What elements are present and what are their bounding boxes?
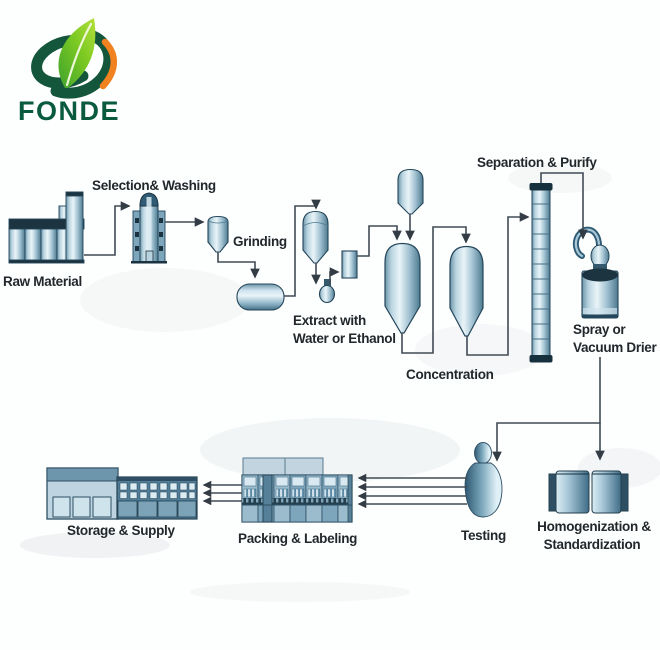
- label-concentration: Concentration: [406, 367, 494, 382]
- line-vessel1-to-vessel2: [401, 226, 471, 354]
- separation-column: [529, 183, 553, 363]
- label-raw-material: Raw Material: [3, 274, 82, 289]
- conveyor-lines-packing-to-storage: [202, 480, 242, 506]
- storage-doors: [52, 496, 112, 518]
- line-vessel2-to-column: [466, 212, 530, 356]
- line-raw-to-tower: [84, 201, 131, 256]
- line-column-to-drier: [540, 172, 588, 240]
- label-dryer-line2: Vacuum Drier: [573, 340, 657, 355]
- raw-material-silos: [8, 191, 85, 264]
- conveyor-lines-testing-to-packing: [357, 473, 467, 509]
- storage-building: [46, 467, 198, 520]
- flow-connectors: [84, 172, 605, 462]
- tower-windows: [135, 218, 163, 251]
- stage-labels: Raw Material Selection& Washing Grinding…: [3, 155, 658, 552]
- label-extract-line2: Water or Ethanol: [293, 331, 396, 346]
- line-tank-to-extract: [284, 199, 321, 297]
- swirl-orange-stripe: [99, 38, 117, 90]
- machine-dark-band: [242, 498, 352, 505]
- pump: [318, 279, 336, 304]
- label-testing: Testing: [461, 528, 506, 543]
- machine-windows: [243, 476, 351, 487]
- testing-flask: [464, 442, 503, 518]
- line-box-to-vessel1: [357, 225, 402, 257]
- label-extract-line1: Extract with: [293, 313, 366, 328]
- grinding-hopper: [207, 215, 229, 253]
- selection-washing-tower: [131, 192, 167, 264]
- label-dryer-line1: Spray or: [573, 322, 626, 337]
- label-packing-labeling: Packing & Labeling: [238, 531, 357, 546]
- label-grinding: Grinding: [233, 234, 287, 249]
- brand-name: FONDE: [18, 96, 120, 126]
- extraction-vessel: [302, 210, 329, 264]
- line-pump-to-box: [329, 267, 340, 284]
- machine-slats: [243, 488, 351, 498]
- homogenization-drums: [548, 470, 629, 514]
- line-drier-to-testing: [492, 357, 601, 462]
- line-grinding-to-tank: [217, 252, 260, 279]
- concentration-vessel-2: [449, 245, 484, 337]
- label-separation-purify: Separation & Purify: [477, 155, 597, 170]
- label-selection-washing: Selection& Washing: [92, 178, 216, 193]
- label-homogenization-line1: Homogenization &: [537, 519, 651, 534]
- label-storage-supply: Storage & Supply: [67, 523, 176, 538]
- label-homogenization-line2: Standardization: [544, 537, 641, 552]
- leaf-swirl-icon: [31, 18, 117, 99]
- packing-machine: [241, 457, 353, 523]
- spray-vacuum-drier: [572, 226, 619, 319]
- fonde-logo: FONDE: [18, 18, 120, 126]
- storage-windows: [119, 482, 196, 499]
- storage-lower-panels: [117, 500, 197, 518]
- feed-vessel: [397, 168, 424, 215]
- concentration-vessel-1: [384, 242, 421, 334]
- buffer-tank: [236, 283, 285, 311]
- transfer-box: [341, 250, 358, 279]
- leaf-vein: [65, 22, 93, 87]
